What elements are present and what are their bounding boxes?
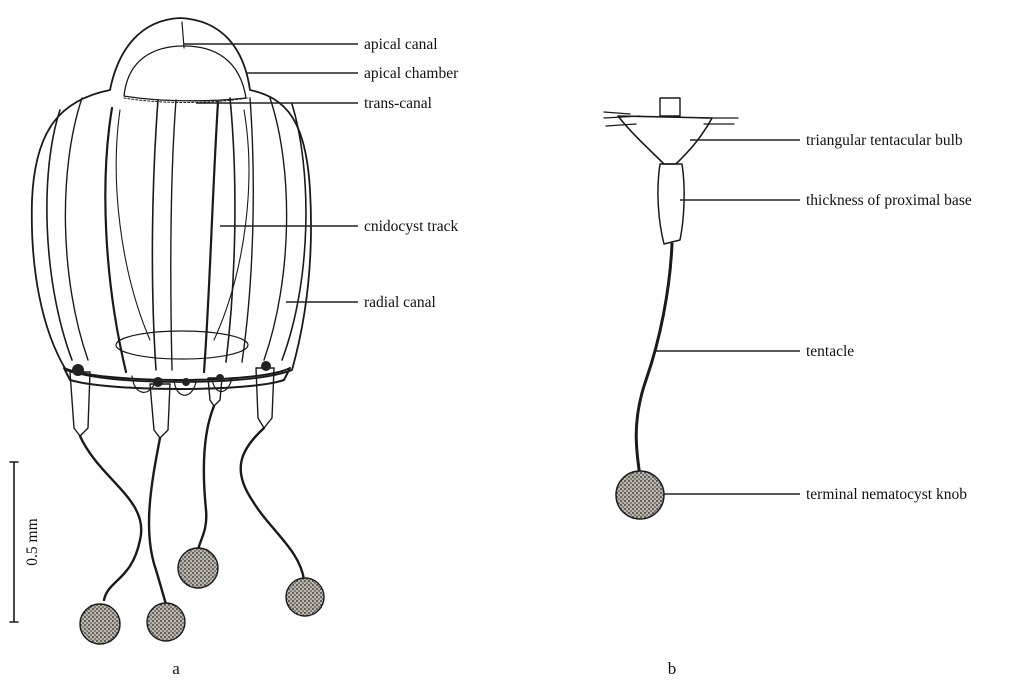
medusa-drawing [32, 18, 324, 644]
label-apical-chamber: apical chamber [364, 65, 459, 82]
label-apical-canal: apical canal [364, 36, 438, 53]
panel-a-letter: a [172, 659, 180, 678]
apical-chamber [124, 46, 246, 101]
label-proximal-base: thickness of proximal base [806, 192, 972, 209]
apical-canal [182, 22, 184, 48]
label-nematocyst-knob: terminal nematocyst knob [806, 486, 967, 503]
proximal-base [658, 164, 684, 244]
tentacle-drawing [604, 98, 738, 519]
stalk-stub [660, 98, 680, 116]
scale-bar-label: 0.5 mm [24, 518, 41, 565]
label-cnidocyst-track: cnidocyst track [364, 218, 459, 235]
panel-b-letter: b [668, 659, 677, 678]
label-radial-canal: radial canal [364, 294, 436, 311]
scale-bar: 0.5 mm [10, 462, 41, 622]
radial-canals [47, 98, 306, 370]
manubrium [116, 110, 249, 340]
tentacle-knobs [80, 548, 324, 644]
label-tentacle: tentacle [806, 343, 854, 360]
tentacle-bulbs [70, 361, 274, 438]
terminal-knob [616, 471, 664, 519]
label-tentacular-bulb: triangular tentacular bulb [806, 132, 963, 149]
panel-b-leaders [656, 140, 800, 494]
single-tentacle [636, 244, 672, 476]
label-trans-canal: trans-canal [364, 95, 432, 112]
